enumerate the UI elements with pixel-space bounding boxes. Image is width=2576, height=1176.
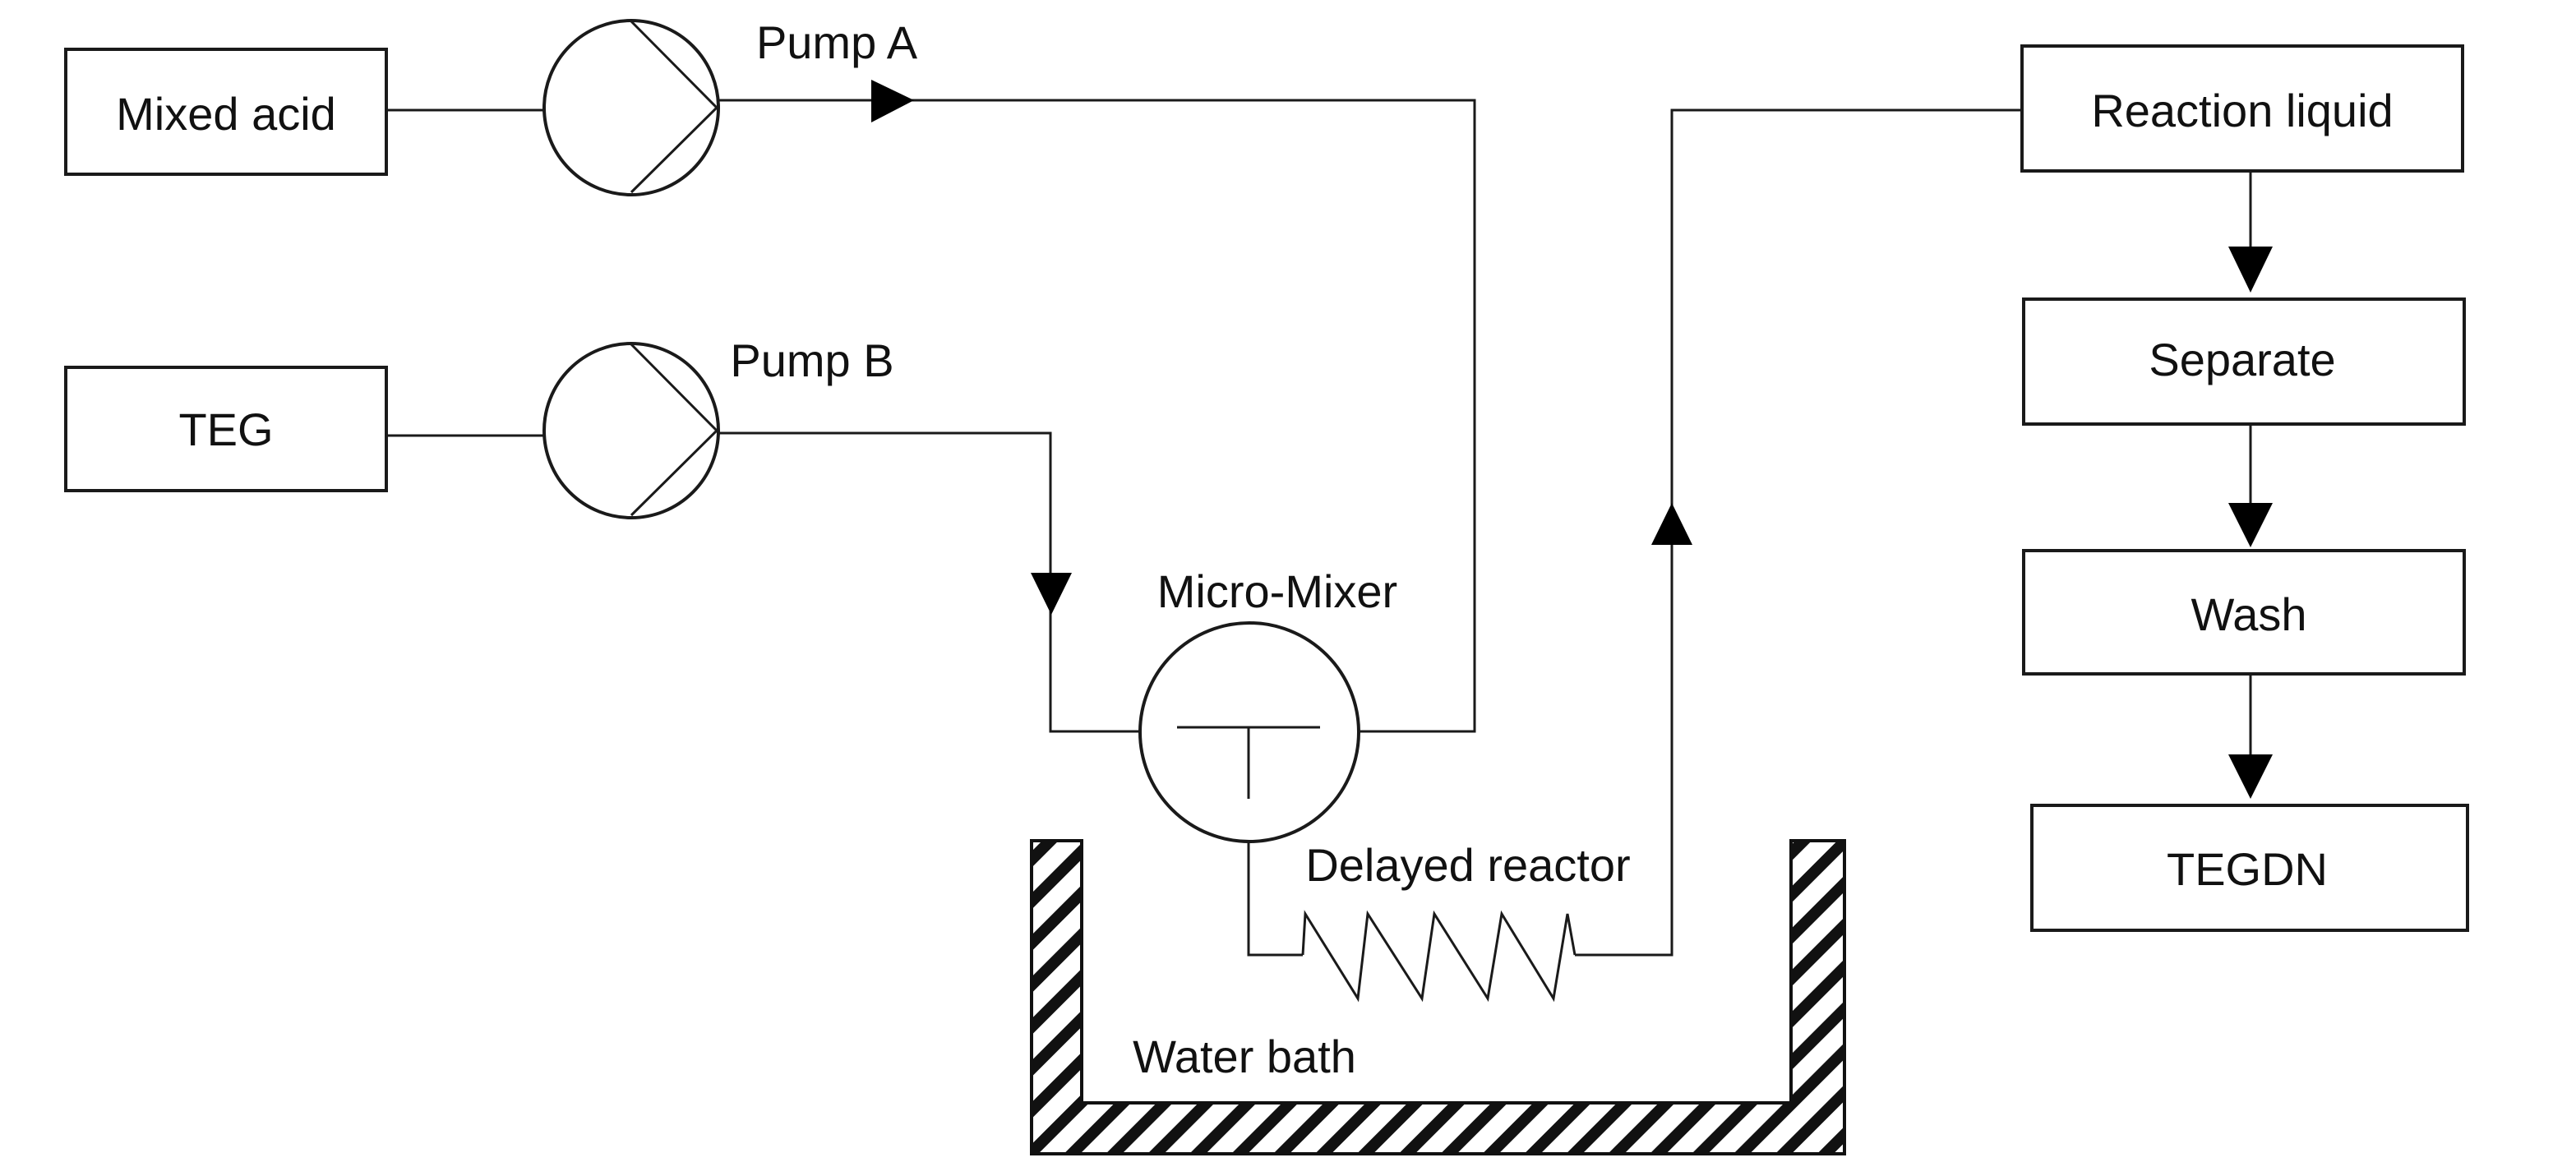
pump-a-label: Pump A bbox=[756, 16, 918, 68]
delayed-reactor-coil bbox=[1301, 910, 1577, 1003]
reactor-outlet-pipe bbox=[1575, 108, 2022, 957]
tegdn-step: TEGDN bbox=[2030, 804, 2469, 932]
separate-label: Separate bbox=[2149, 334, 2335, 385]
teg-source: TEG bbox=[64, 366, 388, 492]
pump-b-flow-arrow-icon bbox=[1031, 573, 1072, 615]
mixed-acid-source: Mixed acid bbox=[64, 48, 388, 176]
pump-b-label: Pump B bbox=[730, 334, 893, 386]
wash-label: Wash bbox=[2191, 588, 2306, 640]
delayed-reactor: Delayed reactor bbox=[1247, 108, 2022, 1003]
mixed-acid-label: Mixed acid bbox=[116, 88, 336, 140]
delayed-reactor-label: Delayed reactor bbox=[1305, 839, 1630, 891]
pump-b-to-mixer-pipe bbox=[717, 431, 1144, 733]
reaction-liquid-label: Reaction liquid bbox=[2091, 85, 2393, 136]
pump-b: Pump B bbox=[542, 334, 894, 519]
reaction-liquid-step: Reaction liquid bbox=[2020, 44, 2464, 173]
pump-a-flow-arrow-icon bbox=[871, 80, 914, 122]
teg-box bbox=[64, 366, 388, 492]
micro-mixer: Micro-Mixer bbox=[1138, 565, 1397, 843]
wash-step: Wash bbox=[2022, 549, 2466, 676]
pump-a-to-mixer-pipe bbox=[717, 99, 1476, 733]
wash-to-tegdn-arrow-icon bbox=[2228, 754, 2273, 799]
water-bath-vessel bbox=[1030, 839, 1846, 1155]
pump-a-icon bbox=[542, 19, 720, 196]
wash-box bbox=[2022, 549, 2466, 676]
separate-box bbox=[2022, 297, 2466, 426]
mixer-to-reactor-pipe bbox=[1247, 842, 1303, 957]
reaction-to-separate-arrow-icon bbox=[2228, 247, 2273, 293]
separate-step: Separate bbox=[2022, 297, 2466, 426]
tegdn-label: TEGDN bbox=[2167, 843, 2328, 895]
pump-b-icon bbox=[542, 342, 720, 519]
separate-to-wash-arrow-icon bbox=[2228, 503, 2273, 547]
pump-a: Pump A bbox=[542, 16, 918, 196]
reaction-liquid-box bbox=[2020, 44, 2464, 173]
pump-b-chevron bbox=[630, 343, 719, 517]
mixed-acid-box bbox=[64, 48, 388, 176]
reactor-outlet-flow-arrow-icon bbox=[1651, 503, 1692, 545]
tegdn-box bbox=[2030, 804, 2469, 932]
micro-mixer-label: Micro-Mixer bbox=[1157, 565, 1397, 617]
teg-label: TEG bbox=[178, 404, 273, 455]
pump-a-chevron bbox=[630, 20, 719, 194]
water-bath bbox=[1030, 839, 1846, 1155]
water-bath-label: Water bath bbox=[1133, 1031, 1356, 1082]
